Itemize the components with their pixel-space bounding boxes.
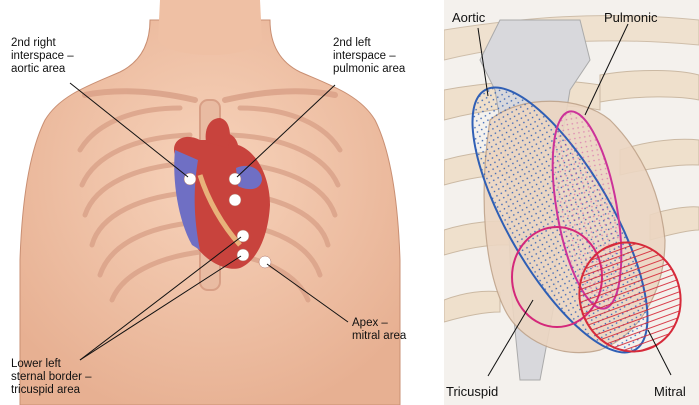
label-mitral: Mitral: [654, 384, 686, 399]
neck: [158, 0, 262, 55]
label-tricuspid: Tricuspid: [446, 384, 498, 399]
label-tricuspid-area: Lower left sternal border – tricuspid ar…: [11, 358, 92, 397]
valve-diagram: [440, 0, 699, 405]
label-pulmonic-area: 2nd left interspace – pulmonic area: [333, 37, 405, 76]
spot-erb: [229, 194, 241, 206]
label-pulmonic: Pulmonic: [604, 10, 657, 25]
label-aortic: Aortic: [452, 10, 485, 25]
spot-tricuspid-2: [237, 249, 249, 261]
label-aortic-area: 2nd right interspace – aortic area: [11, 37, 74, 76]
spot-mitral: [259, 256, 271, 268]
label-mitral-area: Apex – mitral area: [352, 317, 406, 343]
spot-tricuspid-1: [237, 230, 249, 242]
